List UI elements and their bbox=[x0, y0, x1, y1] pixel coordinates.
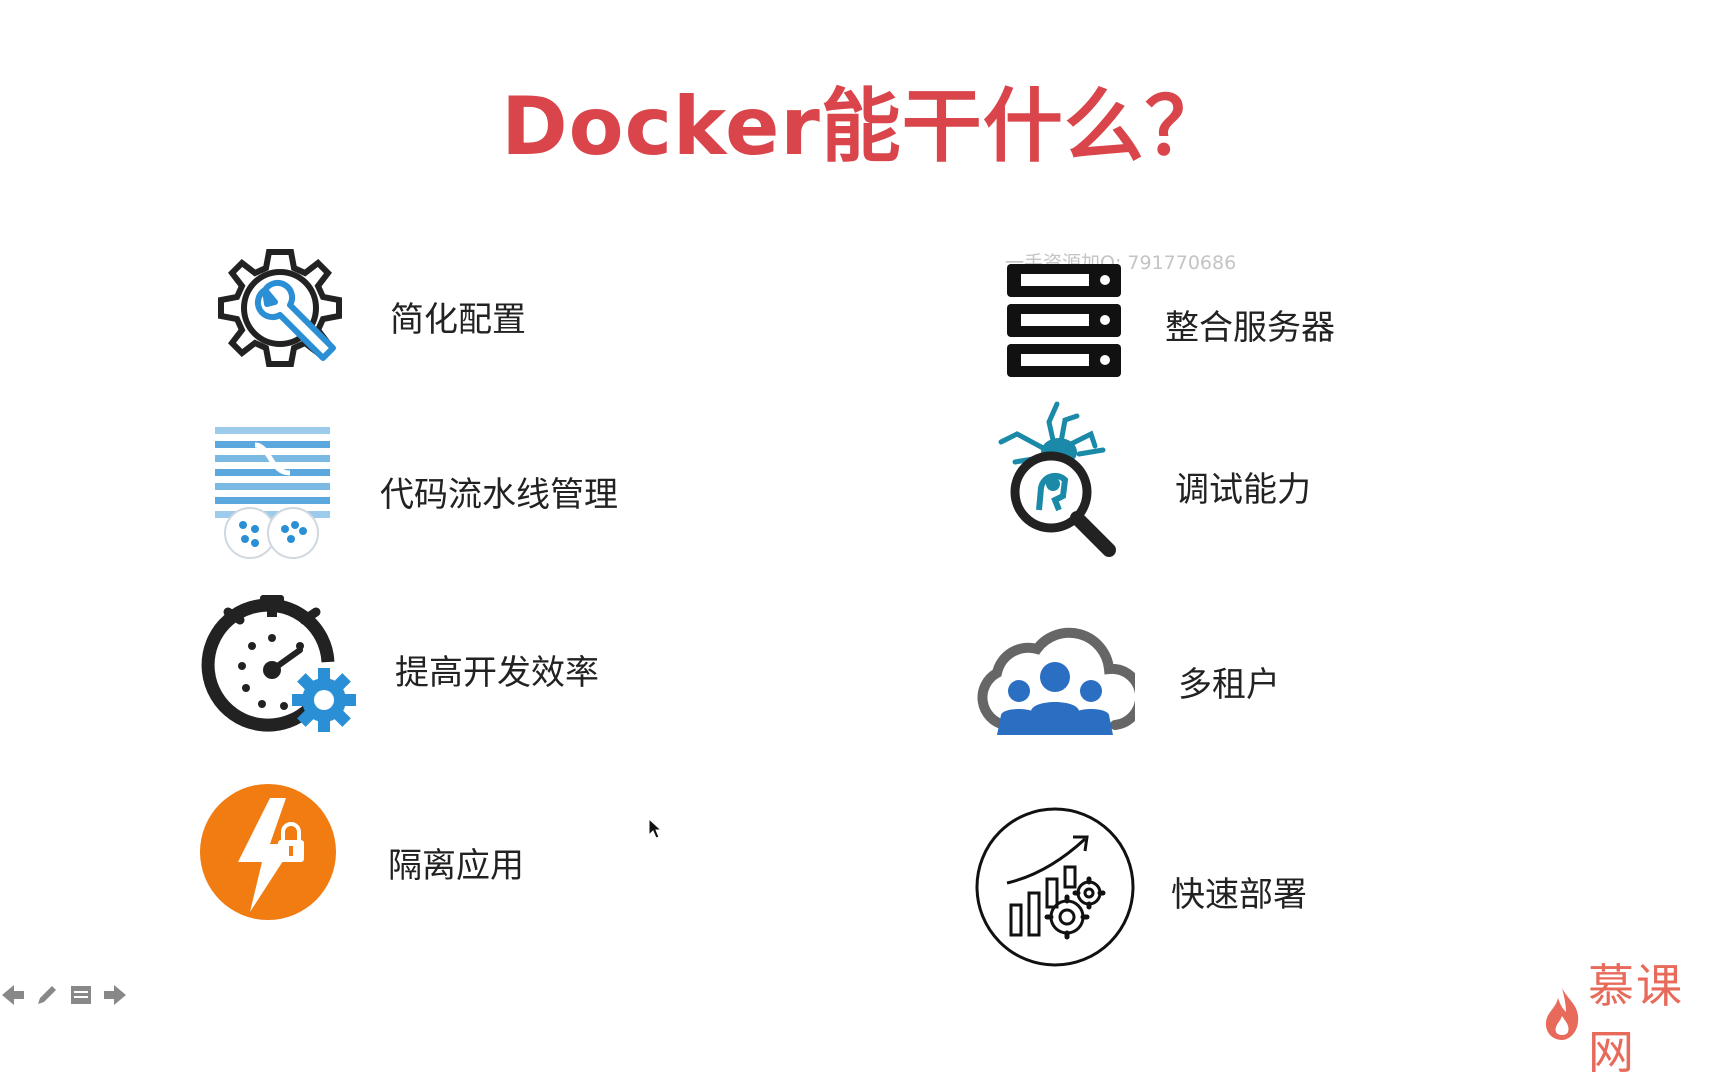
pen-icon[interactable] bbox=[34, 982, 60, 1008]
gear-wrench-icon bbox=[205, 240, 355, 394]
feature-label: 隔离应用 bbox=[388, 846, 524, 886]
logo-text: 慕课网 bbox=[1588, 959, 1684, 1079]
arrow-right-icon[interactable] bbox=[102, 982, 128, 1008]
stopwatch-gear-icon bbox=[200, 590, 360, 744]
mouse-cursor-icon bbox=[648, 817, 663, 844]
feature-label: 调试能力 bbox=[1175, 470, 1311, 510]
feature-label: 快速部署 bbox=[1171, 875, 1307, 915]
pipeline-icon bbox=[215, 425, 335, 564]
server-rack-icon bbox=[1005, 262, 1125, 384]
slide-title: Docker能干什么？ bbox=[501, 80, 1226, 173]
cloud-users-icon bbox=[975, 615, 1146, 744]
feature-label: 代码流水线管理 bbox=[380, 475, 618, 515]
brand-logo: 慕课网 bbox=[1542, 950, 1727, 1082]
feature-label: 简化配置 bbox=[390, 300, 526, 340]
flame-icon bbox=[1542, 986, 1582, 1046]
deploy-growth-icon bbox=[975, 805, 1140, 974]
menu-icon[interactable] bbox=[68, 982, 94, 1008]
feature-label: 多租户 bbox=[1178, 665, 1280, 705]
slideshow-nav-controls bbox=[0, 982, 128, 1008]
lightning-lock-icon bbox=[198, 780, 338, 929]
feature-label: 提高开发效率 bbox=[395, 653, 599, 693]
debug-magnifier-icon bbox=[995, 400, 1130, 574]
arrow-left-icon[interactable] bbox=[0, 982, 26, 1008]
feature-label: 整合服务器 bbox=[1165, 308, 1335, 348]
